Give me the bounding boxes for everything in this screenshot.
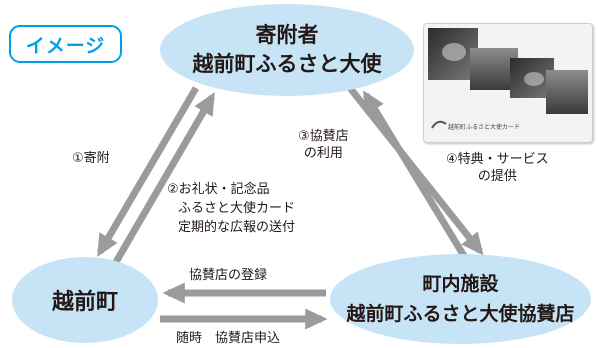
- image-badge: イメージ: [9, 25, 122, 63]
- thanks-line-2: ふるさと大使カード: [178, 201, 296, 216]
- town-label: 越前町: [51, 290, 118, 315]
- shop-node: 町内施設 越前町ふるさと大使協賛店: [330, 254, 591, 344]
- donor-title: 寄附者: [255, 23, 319, 47]
- arrow-thanks: [112, 92, 216, 264]
- arrow-donation: [96, 86, 200, 257]
- donor-subtitle: 越前町ふるさと大使: [192, 52, 382, 76]
- donor-node: 寄附者 越前町ふるさと大使: [160, 4, 414, 96]
- benefit-line-2: の提供: [477, 169, 517, 184]
- shop-subtitle: 越前町ふるさと大使協賛店: [346, 303, 575, 325]
- arrow-benefit: [347, 85, 484, 256]
- use-shop-line-2: の利用: [303, 146, 343, 161]
- benefit-label: ④特典・サービス の提供: [446, 151, 549, 185]
- arrow-use-shop: [363, 90, 467, 258]
- use-shop-label: ③協賛店 の利用: [298, 128, 349, 162]
- apply-label: 随時 協賛店申込: [176, 331, 281, 346]
- register-label: 協賛店の登録: [189, 268, 268, 283]
- town-node: 越前町: [12, 257, 158, 343]
- card-caption: 越前町ふるさと大使カード: [448, 124, 521, 131]
- thanks-line-3: 定期的な広報の送付: [178, 220, 296, 235]
- thanks-line-1: ②お礼状・記念品: [167, 182, 270, 197]
- ambassador-card-image: 越前町ふるさと大使カード: [423, 23, 593, 143]
- use-shop-line-1: ③協賛店: [298, 129, 349, 144]
- shop-title: 町内施設: [422, 273, 499, 295]
- thanks-label: ②お礼状・記念品 ふるさと大使カード 定期的な広報の送付: [167, 180, 295, 237]
- card-illustration: [424, 24, 592, 142]
- donation-label: ①寄附: [72, 151, 110, 166]
- benefit-line-1: ④特典・サービス: [446, 152, 549, 167]
